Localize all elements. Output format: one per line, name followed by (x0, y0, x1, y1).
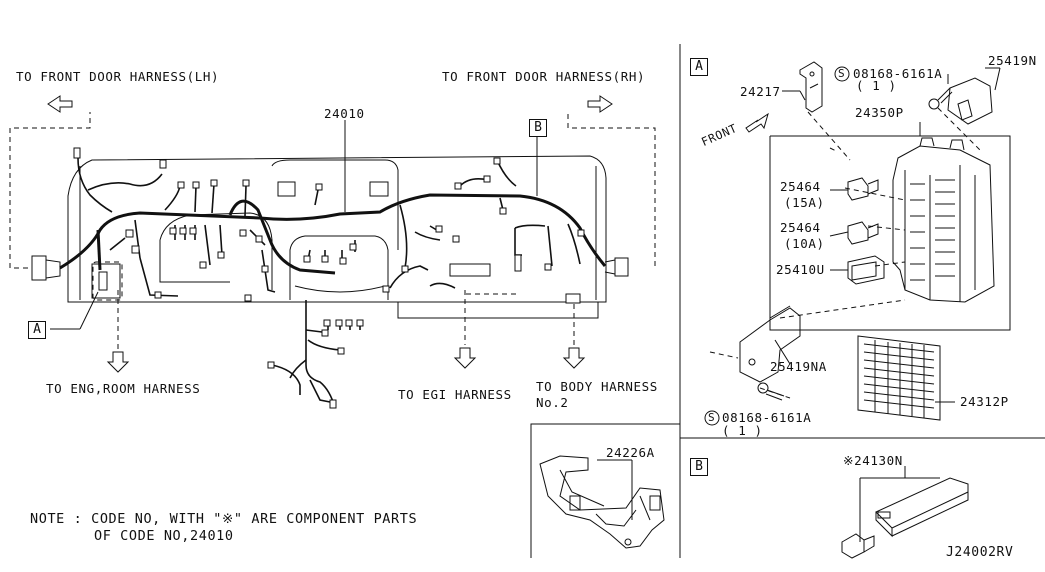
note-line-1: NOTE : CODE NO, WITH "※" ARE COMPONENT P… (30, 511, 418, 527)
callout-a-main: A (28, 321, 46, 339)
label-screw-bottom-qty: ( 1 ) (722, 423, 763, 438)
callout-b-panel: B (690, 458, 708, 476)
diagram-code: J24002RV (946, 545, 1014, 560)
label-part-25419n: 25419N (988, 53, 1037, 68)
relay-25410u-shape (847, 255, 885, 285)
label-part-24226a: 24226A (606, 445, 655, 460)
leader-lines (50, 67, 1011, 542)
screw-top-shape (928, 87, 953, 110)
main-harness (59, 193, 607, 275)
label-24312p-shape (857, 335, 941, 421)
label-part-24312p: 24312P (960, 394, 1009, 409)
fuse-10a-shape (847, 221, 879, 245)
bracket-25419na-shape (739, 305, 801, 383)
connectors[interactable] (73, 147, 585, 409)
label-front-door-rh: TO FRONT DOOR HARNESS(RH) (442, 69, 646, 84)
callout-a-panel: A (690, 58, 708, 76)
bracket-24217-shape (799, 61, 823, 113)
bracket-25419n-shape (947, 77, 993, 125)
label-fuse-15: 25464 (780, 179, 821, 194)
label-screw-top-qty: ( 1 ) (856, 78, 897, 93)
label-fuse-15-rating: (15A) (784, 195, 825, 210)
label-screw-bottom: 08168-6161A (722, 410, 812, 425)
label-fuse-10: 25464 (780, 220, 821, 235)
label-body-harness-no: No.2 (536, 395, 569, 410)
label-fuse-10-rating: (10A) (784, 236, 825, 251)
fuse-15a-shape (847, 177, 879, 201)
label-body-harness: TO BODY HARNESS (536, 379, 658, 394)
label-part-24130n: ※24130N (843, 453, 903, 468)
label-eng-room: TO ENG,ROOM HARNESS (46, 381, 201, 396)
screw-top-symbol: S (838, 67, 846, 80)
label-screw-top: 08168-6161A (853, 66, 943, 81)
label-part-24217: 24217 (740, 84, 781, 99)
direction-arrows (47, 95, 769, 373)
screw-bottom-shape (757, 382, 785, 401)
callout-b-main: B (529, 119, 547, 137)
routing-dashes (9, 107, 981, 399)
note-line-2: OF CODE NO,24010 (94, 528, 234, 544)
screw-bottom-s-circle (704, 410, 720, 426)
label-part-25419na: 25419NA (770, 359, 827, 374)
label-part-24010: 24010 (324, 106, 365, 121)
dashboard-outline (31, 155, 629, 319)
fuse-block-shape (892, 137, 995, 303)
screw-bottom-symbol: S (708, 411, 716, 424)
part-24130n-shape (841, 477, 969, 559)
label-part-25410u: 25410U (776, 262, 825, 277)
screw-top-s-circle (834, 66, 850, 82)
label-part-24350p: 24350P (855, 105, 904, 120)
inset-24226a-frame (530, 423, 680, 558)
label-egi: TO EGI HARNESS (398, 387, 512, 402)
label-front-door-lh: TO FRONT DOOR HARNESS(LH) (16, 69, 220, 84)
bracket-24226a-shape (539, 455, 665, 549)
